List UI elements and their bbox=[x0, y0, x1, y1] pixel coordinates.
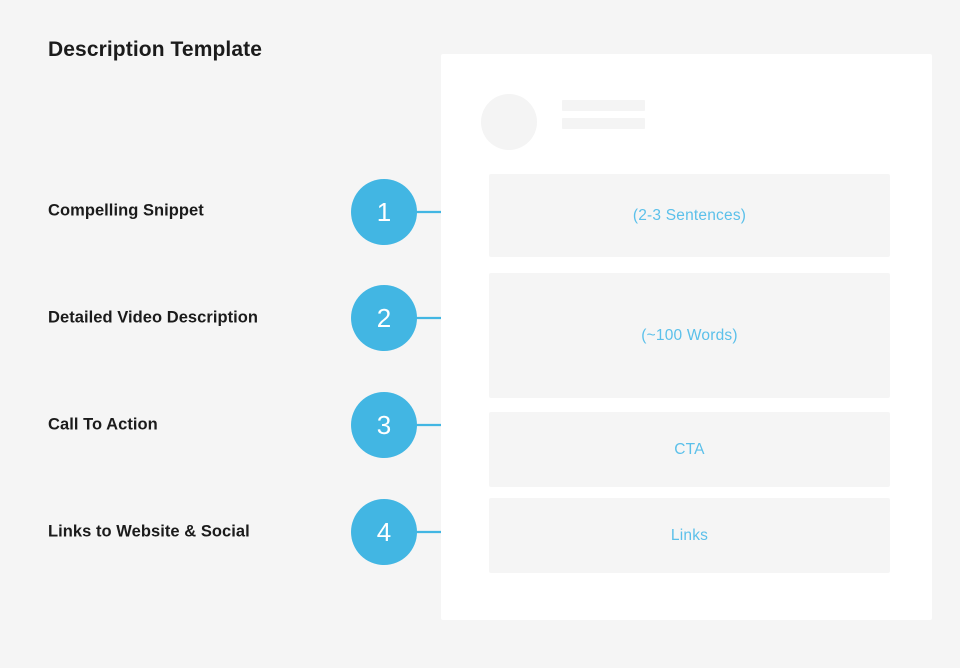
step-number-circle-4: 4 bbox=[351, 499, 417, 565]
content-block-description: (~100 Words) bbox=[489, 273, 890, 398]
content-block-links: Links bbox=[489, 498, 890, 573]
content-block-text-4: Links bbox=[670, 526, 709, 544]
step-number-text-3: 3 bbox=[376, 409, 392, 440]
step-label-1: Compelling Snippet bbox=[48, 201, 204, 220]
content-block-cta: CTA bbox=[489, 412, 890, 487]
step-label-2: Detailed Video Description bbox=[48, 308, 259, 327]
step-number-circle-3: 3 bbox=[351, 392, 417, 458]
step-label-3: Call To Action bbox=[48, 415, 158, 434]
step-number-text-4: 4 bbox=[376, 516, 392, 547]
step-number-circle-2: 2 bbox=[351, 285, 417, 351]
placeholder-bar-1 bbox=[562, 100, 645, 111]
avatar-placeholder-circle bbox=[481, 94, 537, 150]
step-number-circle-1: 1 bbox=[351, 179, 417, 245]
content-block-snippet: (2-3 Sentences) bbox=[489, 174, 890, 257]
content-block-text-3: CTA bbox=[674, 440, 705, 458]
placeholder-bar-2 bbox=[562, 118, 645, 129]
content-block-text-1: (2-3 Sentences) bbox=[632, 206, 747, 224]
step-number-text-2: 2 bbox=[376, 302, 392, 333]
page-title: Description Template bbox=[48, 38, 262, 61]
step-number-text-1: 1 bbox=[376, 196, 392, 227]
content-block-text-2: (~100 Words) bbox=[641, 326, 738, 344]
description-template-card: (2-3 Sentences) (~100 Words) CTA Links bbox=[441, 54, 932, 620]
step-label-4: Links to Website & Social bbox=[48, 522, 250, 541]
